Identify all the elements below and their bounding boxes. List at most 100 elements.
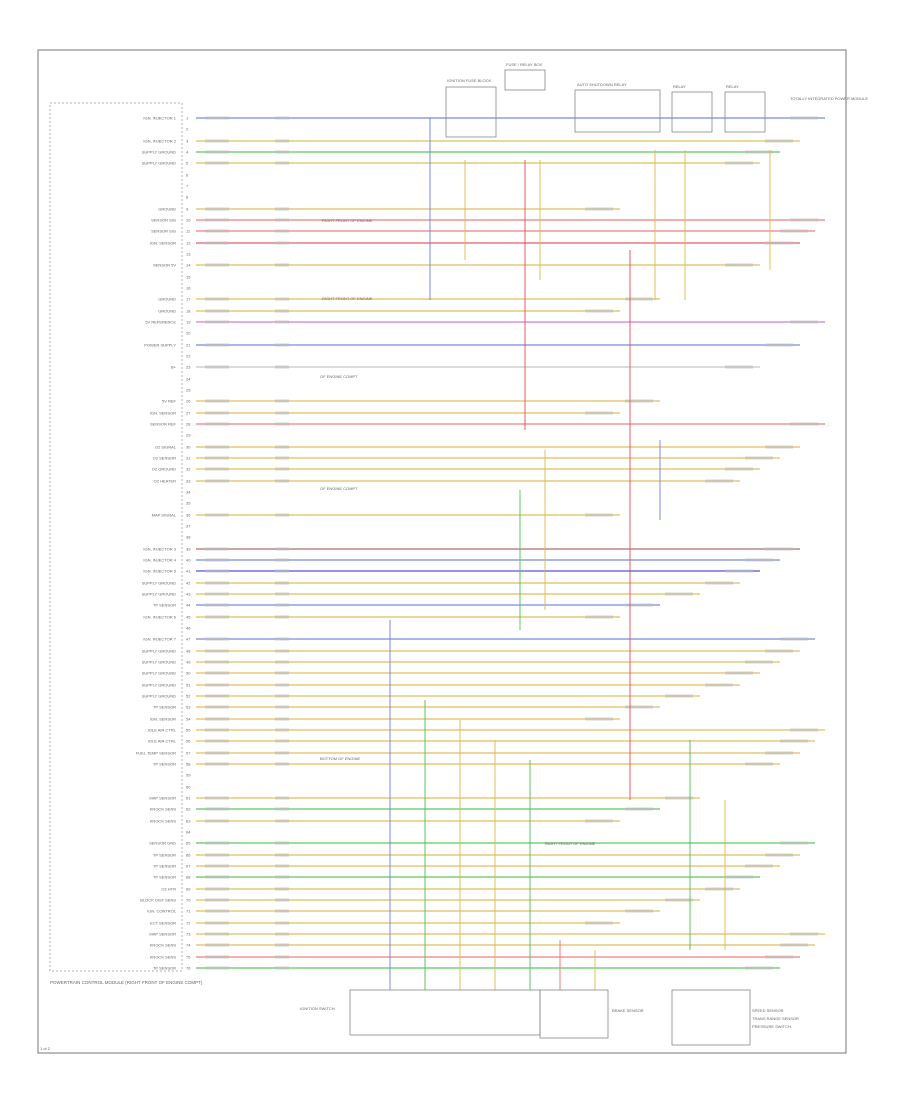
pin-number: 47 [186, 637, 191, 642]
wire-code-right [790, 728, 818, 732]
wire-gauge [275, 762, 289, 766]
wire-code-right [765, 343, 793, 347]
wire-gauge [275, 161, 289, 165]
wire-code [205, 592, 229, 596]
wire-code [205, 479, 229, 483]
pin-label: TP SENSOR [153, 705, 176, 710]
pin-number: 11 [186, 229, 191, 234]
wire-code [205, 150, 229, 154]
pin-number: 29 [186, 433, 191, 438]
wire-gauge [275, 581, 289, 585]
wire-code [205, 241, 229, 245]
wire-code-right [665, 898, 693, 902]
pin-number: 4 [186, 150, 189, 155]
pin-number: 69 [186, 887, 191, 892]
wire-code [205, 207, 229, 211]
wire-gauge [275, 445, 289, 449]
brake-sensor-outline [539, 989, 609, 1039]
pin-number: 48 [186, 649, 191, 654]
pin-number: 2 [186, 127, 189, 132]
pin-number: 59 [186, 773, 191, 778]
wire-gauge [275, 241, 289, 245]
pcm-outline [49, 102, 183, 972]
wire-code-right [585, 207, 613, 211]
wire-gauge [275, 479, 289, 483]
wire-code [205, 445, 229, 449]
wire-gauge [275, 909, 289, 913]
pin-number: 35 [186, 501, 191, 506]
wire-code-right [790, 218, 818, 222]
wire-code-right [585, 717, 613, 721]
wire-gauge [275, 660, 289, 664]
wire-code-right [705, 683, 733, 687]
wire-code-right [780, 637, 808, 641]
pin-number: 70 [186, 898, 191, 903]
pin-label: IDLE AIR CTRL [148, 739, 177, 744]
wire-code [205, 547, 229, 551]
wire-gauge [275, 150, 289, 154]
pin-label: IGN. INJECTOR 2 [143, 139, 176, 144]
wire-gauge [275, 547, 289, 551]
pin-label: O2 HTR [161, 887, 176, 892]
wire-gauge [275, 921, 289, 925]
relay-b-outline [724, 91, 766, 133]
wire-code [205, 671, 229, 675]
pin-number: 65 [186, 841, 191, 846]
wire-code-right [745, 762, 773, 766]
wire-gauge [275, 728, 289, 732]
wire-code-right [725, 467, 753, 471]
pin-label: KNOCK SENS [150, 943, 177, 948]
wire-code [205, 603, 229, 607]
totally-integrated-label: TOTALLY INTEGRATED POWER MODULE [790, 96, 868, 101]
fuse-relay-box-outline [504, 69, 546, 91]
wire-code-right [625, 603, 653, 607]
wire-code [205, 411, 229, 415]
wire-code-right [765, 649, 793, 653]
wire-code [205, 887, 229, 891]
wire-code-right [665, 592, 693, 596]
wire-code-right [585, 309, 613, 313]
wire-code [205, 864, 229, 868]
pin-number: 7 [186, 184, 189, 189]
pin-number: 51 [186, 683, 191, 688]
wire-gauge [275, 887, 289, 891]
pin-label: TP SENSOR [153, 762, 176, 767]
wire-gauge [275, 365, 289, 369]
pin-number: 6 [186, 173, 189, 178]
wire-gauge [275, 955, 289, 959]
pin-label: GROUND [158, 297, 176, 302]
wire-code [205, 422, 229, 426]
wire-code-right [725, 161, 753, 165]
wire-code-right [725, 263, 753, 267]
wire-code-right [665, 796, 693, 800]
wire-code-right [765, 955, 793, 959]
pin-number: 49 [186, 660, 191, 665]
pin-number: 44 [186, 603, 191, 608]
pin-label: TP SENSOR [153, 864, 176, 869]
wire-code [205, 139, 229, 143]
pin-number: 34 [186, 490, 191, 495]
pin-number: 71 [186, 909, 191, 914]
pin-number: 25 [186, 388, 191, 393]
ignition-switch-label: IGNITION SWITCH [300, 1006, 335, 1011]
pin-label: MAP SENSOR [149, 932, 176, 937]
pin-number: 36 [186, 513, 191, 518]
pin-number: 23 [186, 365, 191, 370]
pin-label: IGN. CONTROL [147, 909, 177, 914]
wire-gauge [275, 717, 289, 721]
powertrain-control-module: POWERTRAIN CONTROL MODULE (RIGHT FRONT O… [49, 102, 203, 985]
pin-label: SUPPLY GROUND [142, 649, 176, 654]
pin-number: 38 [186, 535, 191, 540]
wire-code [205, 569, 229, 573]
pin-number: 66 [186, 853, 191, 858]
wire-code [205, 467, 229, 471]
wire-gauge [275, 864, 289, 868]
pin-number: 40 [186, 558, 191, 563]
pin-label: IGN. INJECTOR 5 [143, 569, 176, 574]
wire-code-right [790, 116, 818, 120]
wire-code [205, 705, 229, 709]
wire-gauge [275, 841, 289, 845]
wire-code [205, 966, 229, 970]
